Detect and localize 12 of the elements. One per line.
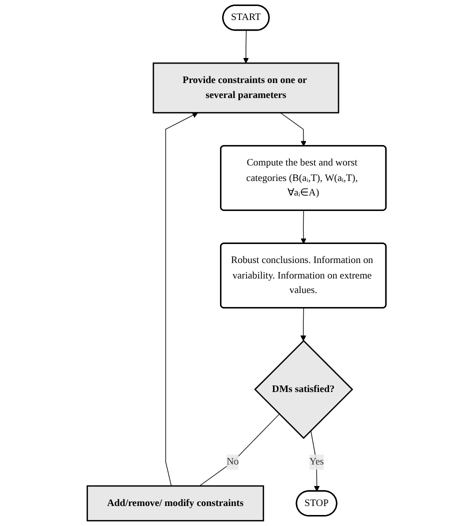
node-diamond: DMs satisfied? — [254, 340, 354, 439]
node-box: Add/remove/ modify constraints — [87, 485, 264, 522]
arrow — [166, 112, 198, 486]
connector — [199, 414, 280, 486]
arrow — [310, 430, 320, 492]
arrow — [301, 210, 307, 244]
arrow — [300, 308, 307, 342]
arrow — [243, 30, 250, 64]
edge-label: Yes — [310, 456, 324, 468]
arrow — [280, 112, 307, 146]
node-box: Provide constraints on one or several parameters — [153, 62, 340, 114]
edge-label: No — [227, 456, 240, 468]
